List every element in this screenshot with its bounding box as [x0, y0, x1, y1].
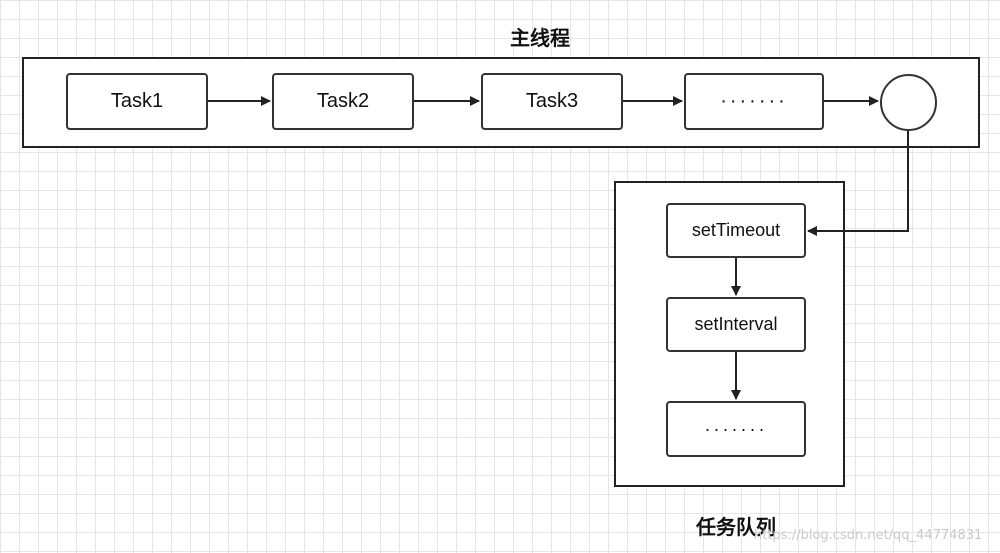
arrow-loop-to-queue: [807, 131, 909, 236]
task-node-3: Task3: [481, 73, 623, 130]
task-node-1: Task1: [66, 73, 208, 130]
queue-node-setinterval: setInterval: [666, 297, 806, 352]
task-node-2: Task2: [272, 73, 414, 130]
main-thread-title: 主线程: [510, 26, 570, 50]
queue-node-settimeout: setTimeout: [666, 203, 806, 258]
watermark-text: https://blog.csdn.net/qq_44774831: [754, 528, 983, 543]
task-queue-title: 任务队列: [696, 515, 776, 539]
event-loop-circle: [880, 74, 937, 131]
task-node-ellipsis: ·······: [684, 73, 824, 130]
queue-node-ellipsis: ·······: [666, 401, 806, 457]
